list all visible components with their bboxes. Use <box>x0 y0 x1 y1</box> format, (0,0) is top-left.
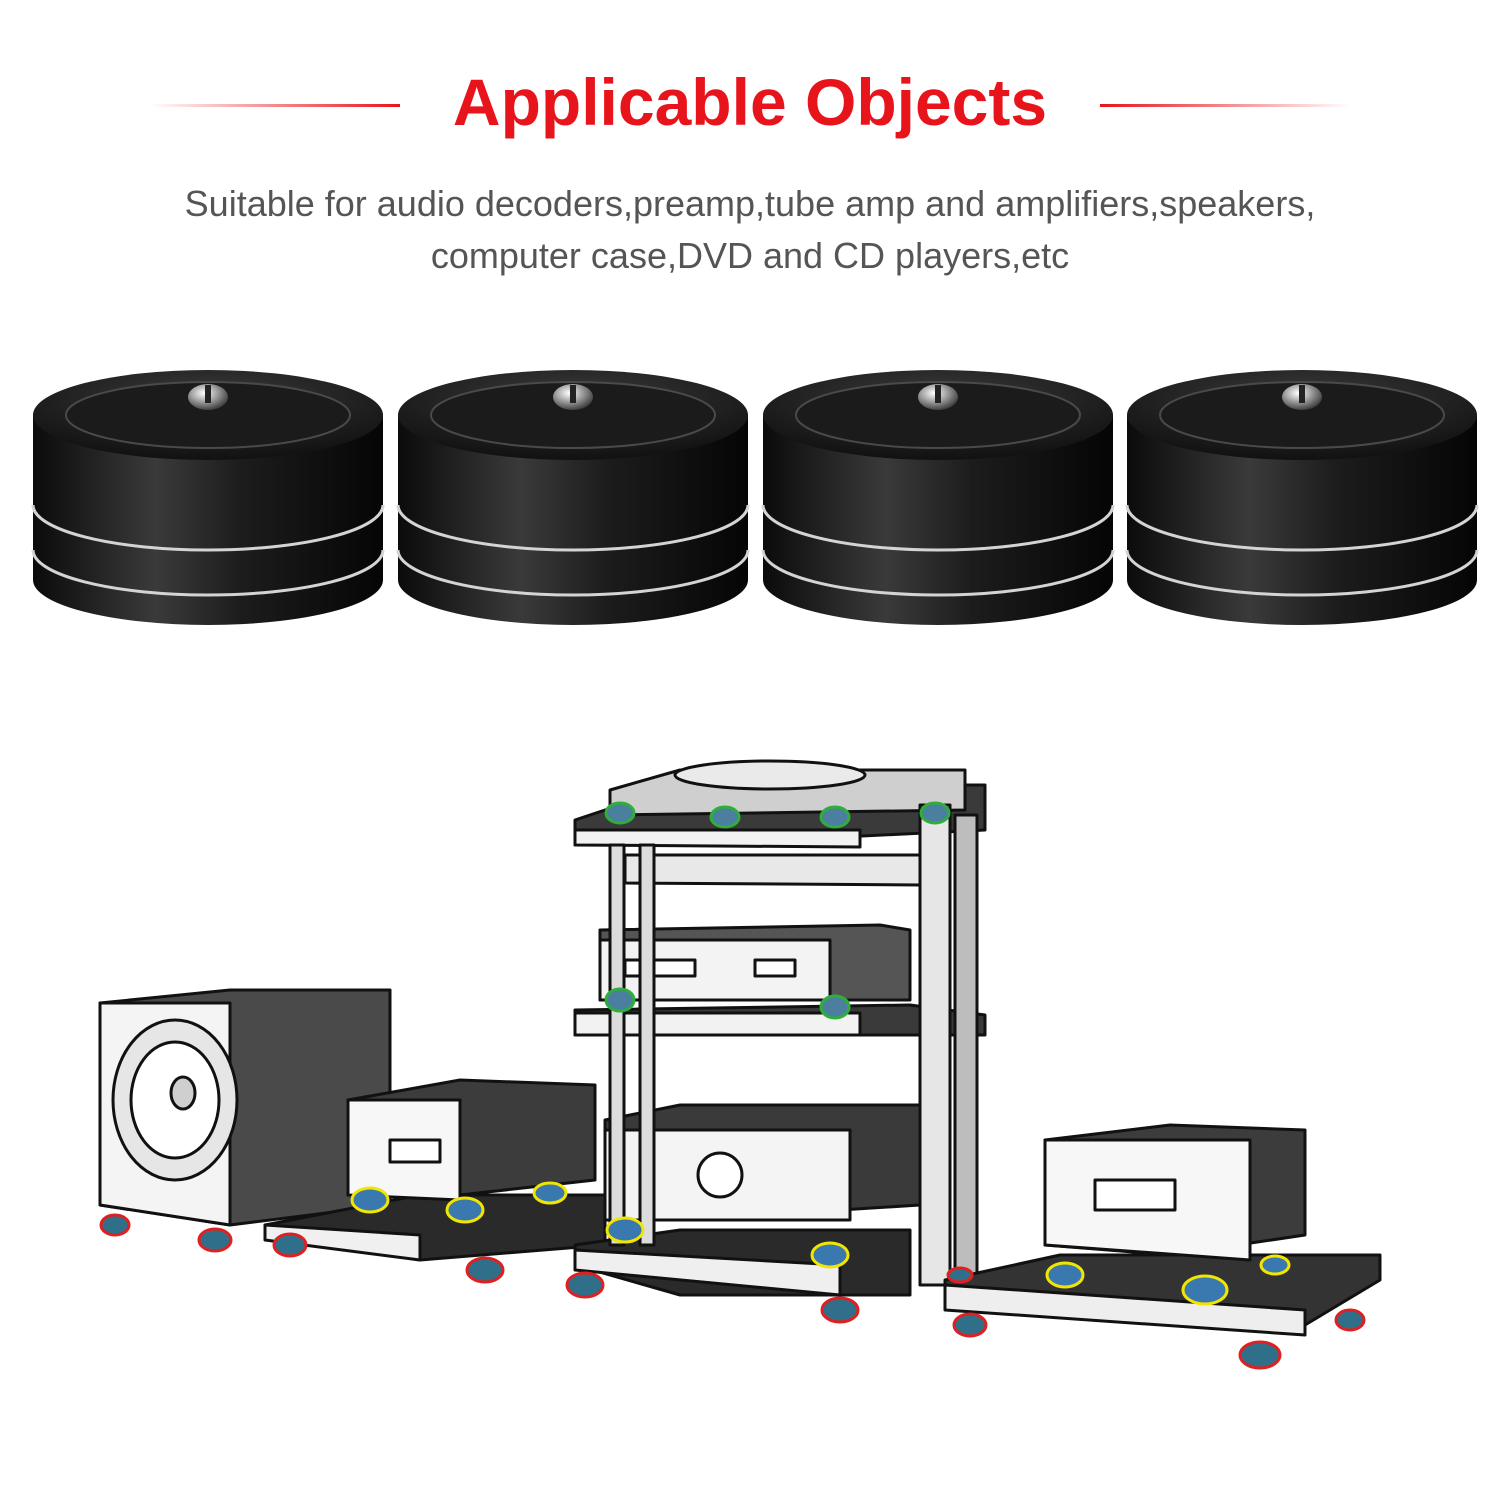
header: Applicable Objects Suitable for audio de… <box>0 0 1500 300</box>
page-subtitle: Suitable for audio decoders,preamp,tube … <box>100 178 1400 282</box>
title-rule-right <box>1100 104 1350 107</box>
isolation-foot-icon <box>396 370 750 625</box>
green-foot-markers <box>604 801 951 1020</box>
isolation-feet-row <box>0 345 1500 635</box>
subwoofer <box>98 988 392 1227</box>
title-rule-left <box>150 104 400 107</box>
amplifier-right <box>943 1123 1382 1337</box>
isolation-foot-icon <box>761 370 1115 625</box>
audio-rack <box>573 759 987 1297</box>
amplifier-left <box>263 1078 607 1262</box>
page-title: Applicable Objects <box>452 65 1048 139</box>
red-foot-markers <box>99 1213 1366 1370</box>
yellow-foot-markers <box>350 1181 1291 1306</box>
audio-rack-illustration <box>98 759 1382 1370</box>
subtitle-line-2: computer case,DVD and CD players,etc <box>430 235 1070 276</box>
isolation-foot-icon <box>31 370 385 625</box>
isolation-foot-icon <box>1125 370 1479 625</box>
subtitle-line-1: Suitable for audio decoders,preamp,tube … <box>184 183 1316 224</box>
